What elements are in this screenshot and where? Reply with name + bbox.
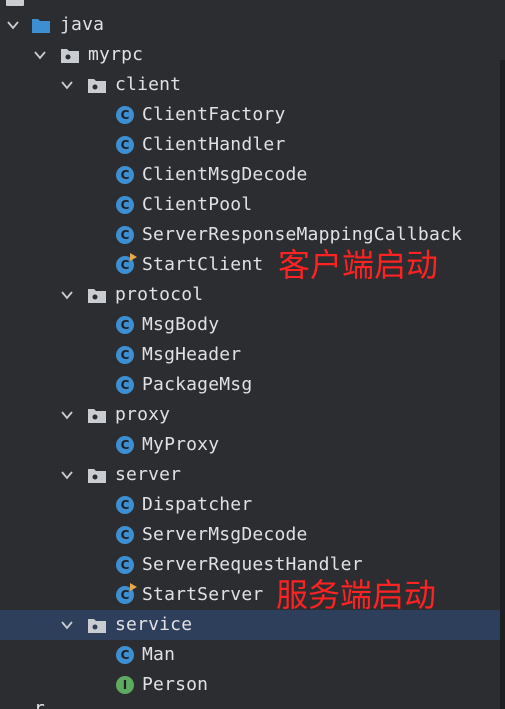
tree-row-runnable-class[interactable]: C StartServer 服务端启动 — [0, 576, 500, 614]
package-icon — [88, 406, 106, 424]
source-folder-icon — [32, 16, 50, 34]
class-icon: C — [116, 646, 134, 664]
tree-label: main — [34, 0, 78, 6]
scrollbar-track[interactable] — [500, 60, 505, 709]
client-start-annotation: 客户端启动 — [278, 246, 439, 284]
tree-label: service — [115, 614, 193, 635]
tree-row-class[interactable]: C ServerMsgDecode — [0, 520, 500, 550]
tree-row-class[interactable]: C ClientFactory — [0, 100, 500, 130]
tree-label: Person — [142, 674, 209, 695]
tree-row-runnable-class[interactable]: C StartClient 客户端启动 — [0, 246, 500, 284]
class-icon: C — [116, 556, 134, 574]
class-icon: C — [116, 136, 134, 154]
chevron-down-icon[interactable] — [60, 468, 74, 482]
tree-label: Man — [142, 644, 176, 665]
tree-row-main[interactable]: main — [0, 0, 500, 6]
tree-row-client[interactable]: client — [0, 70, 500, 100]
tree-row-class[interactable]: C MsgHeader — [0, 340, 500, 370]
class-icon: C — [116, 376, 134, 394]
tree-label: PackageMsg — [142, 374, 253, 395]
chevron-down-icon[interactable] — [33, 48, 47, 62]
tree-row-protocol[interactable]: protocol — [0, 280, 500, 310]
tree-row-java[interactable]: java — [0, 10, 500, 40]
class-icon: C — [116, 316, 134, 334]
package-icon — [88, 466, 106, 484]
tree-label: myrpc — [88, 44, 144, 65]
tree-label: ServerMsgDecode — [142, 524, 308, 545]
tree-label: ClientHandler — [142, 134, 286, 155]
package-icon — [88, 286, 106, 304]
tree-label: ClientPool — [142, 194, 253, 215]
folder-icon — [6, 0, 24, 8]
tree-label: ServerResponseMappingCallback — [142, 224, 463, 245]
class-icon: C — [116, 166, 134, 184]
tree-row-class[interactable]: C ClientMsgDecode — [0, 160, 500, 190]
tree-label: StartServer — [142, 584, 264, 605]
class-icon: C — [116, 226, 134, 244]
tree-label: proxy — [115, 404, 171, 425]
server-start-annotation: 服务端启动 — [276, 576, 437, 614]
tree-label: MyProxy — [142, 434, 220, 455]
tree-label: ClientFactory — [142, 104, 286, 125]
class-icon: C — [116, 196, 134, 214]
tree-label: server — [115, 464, 182, 485]
tree-label: ServerRequestHandler — [142, 554, 363, 575]
package-icon — [88, 76, 106, 94]
chevron-down-icon[interactable] — [60, 408, 74, 422]
chevron-down-icon[interactable] — [6, 18, 20, 32]
tree-row-class[interactable]: C ServerResponseMappingCallback — [0, 220, 500, 250]
tree-row-class[interactable]: C Dispatcher — [0, 490, 500, 520]
tree-label: java — [60, 14, 105, 35]
tree-row-class[interactable]: C ClientHandler — [0, 130, 500, 160]
tree-row-server[interactable]: server — [0, 460, 500, 490]
tree-row-proxy[interactable]: proxy — [0, 400, 500, 430]
interface-icon: I — [116, 676, 134, 694]
chevron-down-icon[interactable] — [60, 618, 74, 632]
class-icon: C — [116, 526, 134, 544]
tree-row-service[interactable]: service — [0, 610, 500, 640]
class-icon: C — [116, 106, 134, 124]
tree-label: StartClient — [142, 254, 264, 275]
tree-label: MsgBody — [142, 314, 220, 335]
tree-label: MsgHeader — [142, 344, 242, 365]
tree-row-class[interactable]: C ServerRequestHandler — [0, 550, 500, 580]
tree-row-class[interactable]: C ClientPool — [0, 190, 500, 220]
tree-label: Dispatcher — [142, 494, 253, 515]
runnable-class-icon: C — [116, 253, 137, 274]
run-badge-icon — [130, 583, 137, 591]
tree-row-class[interactable]: C MyProxy — [0, 430, 500, 460]
tree-row-interface[interactable]: I Person — [0, 670, 500, 700]
class-icon: C — [116, 496, 134, 514]
class-icon: C — [116, 346, 134, 364]
tree-row-myrpc[interactable]: myrpc — [0, 40, 500, 70]
run-badge-icon — [130, 253, 137, 261]
package-icon — [88, 616, 106, 634]
tree-row-class[interactable]: C Man — [0, 640, 500, 670]
chevron-down-icon[interactable] — [60, 288, 74, 302]
tree-label: client — [115, 74, 182, 95]
chevron-down-icon[interactable] — [60, 78, 74, 92]
package-icon — [61, 46, 79, 64]
tree-label: r — [34, 698, 46, 709]
tree-label: ClientMsgDecode — [142, 164, 308, 185]
runnable-class-icon: C — [116, 583, 137, 604]
tree-row-partial[interactable]: r — [0, 700, 500, 709]
tree-row-class[interactable]: C PackageMsg — [0, 370, 500, 400]
tree-label: protocol — [115, 284, 204, 305]
tree-row-class[interactable]: C MsgBody — [0, 310, 500, 340]
class-icon: C — [116, 436, 134, 454]
